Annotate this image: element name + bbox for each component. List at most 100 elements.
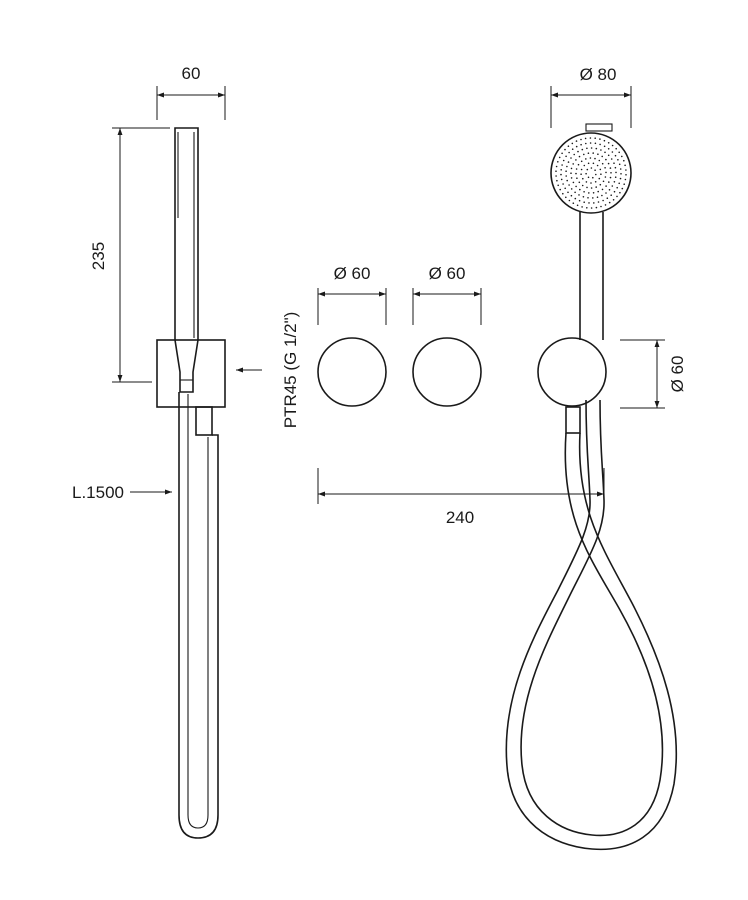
nozzle-dot	[624, 164, 626, 167]
nozzle-dot	[595, 173, 597, 176]
nozzle-dot	[575, 172, 577, 175]
nozzle-dot	[620, 173, 622, 175]
nozzle-dot	[580, 143, 582, 146]
nozzle-dot	[596, 164, 599, 167]
nozzle-dot	[572, 163, 574, 165]
nozzle-dot	[574, 197, 577, 200]
nozzle-dot	[560, 173, 562, 176]
dimension-side-width: 60	[156, 64, 226, 120]
nozzle-dot	[561, 152, 563, 155]
nozzle-dot	[599, 183, 602, 186]
nozzle-dot	[565, 170, 567, 172]
nozzle-dot	[575, 168, 578, 170]
nozzle-dot	[570, 172, 572, 174]
nozzle-dot	[619, 191, 621, 194]
nozzle-dot	[597, 190, 599, 193]
nozzle-dot	[616, 195, 618, 198]
nozzle-dot	[556, 179, 558, 182]
nozzle-dot	[595, 147, 598, 150]
nozzle-dot	[566, 165, 568, 168]
nozzle-dot	[577, 163, 580, 166]
nozzle-dot	[590, 182, 592, 184]
nozzle-dot	[594, 142, 597, 145]
side-width-label: 60	[182, 64, 201, 83]
nozzle-dot	[590, 187, 593, 189]
nozzle-dot	[601, 194, 603, 197]
nozzle-dot	[608, 201, 611, 204]
nozzle-dot	[611, 151, 614, 153]
nozzle-dot	[599, 143, 601, 146]
nozzle-dot	[592, 197, 594, 199]
nozzle-dot	[607, 148, 610, 150]
nozzle-dot	[604, 176, 607, 178]
nozzle-dot	[585, 158, 587, 160]
nozzle-dot	[586, 207, 588, 209]
nozzle-dot	[575, 140, 578, 142]
holder-diameter-label: Ø 60	[668, 356, 687, 393]
nozzle-dot	[625, 169, 627, 171]
nozzle-dot	[589, 157, 592, 159]
nozzle-dot	[592, 162, 595, 165]
nozzle-dot	[597, 201, 600, 203]
nozzle-dot	[593, 202, 595, 204]
dimension-spacing: 240	[317, 468, 605, 527]
nozzle-dot	[583, 201, 585, 203]
nozzle-dot	[604, 204, 607, 206]
nozzle-dot	[570, 167, 573, 170]
nozzle-dot	[610, 172, 612, 174]
nozzle-dot	[578, 155, 581, 158]
nozzle-dot	[579, 188, 581, 191]
knob1-diameter-label: Ø 60	[334, 264, 371, 283]
nozzle-dot	[586, 147, 588, 150]
nozzle-dot	[602, 180, 605, 183]
nozzle-dot	[590, 167, 593, 169]
front-hose	[505, 399, 678, 851]
nozzle-dot	[610, 194, 612, 196]
nozzle-dot	[605, 192, 607, 194]
nozzle-dot	[587, 162, 590, 165]
nozzle-dot	[624, 178, 627, 181]
side-hose-connector	[195, 406, 213, 436]
nozzle-dot	[614, 176, 617, 178]
nozzle-dot	[581, 184, 584, 187]
nozzle-dot	[618, 182, 620, 185]
nozzle-dot	[619, 177, 622, 180]
front-knob-1: Ø 60	[317, 264, 387, 407]
nozzle-dot	[566, 179, 568, 182]
nozzle-dot	[608, 189, 611, 191]
nozzle-dot	[599, 138, 601, 140]
nozzle-dot	[555, 170, 557, 172]
nozzle-dot	[594, 137, 596, 139]
nozzle-dot	[577, 150, 579, 153]
nozzle-dot	[571, 148, 574, 150]
nozzle-dot	[580, 160, 583, 163]
nozzle-dot	[594, 169, 596, 171]
nozzle-dot	[571, 142, 574, 145]
nozzle-dot	[586, 168, 589, 171]
nozzle-dot	[587, 197, 589, 199]
shower-head-nozzles	[555, 137, 627, 209]
nozzle-dot	[576, 204, 579, 207]
nozzle-dot	[583, 191, 585, 193]
nozzle-dot	[604, 167, 606, 169]
nozzle-dot	[601, 188, 604, 191]
nozzle-dot	[610, 158, 613, 160]
front-holder: Ø 60	[537, 337, 687, 409]
nozzle-dot	[587, 152, 590, 154]
nozzle-dot	[612, 199, 615, 201]
nozzle-dot	[578, 194, 580, 196]
nozzle-dot	[596, 196, 599, 198]
nozzle-dot	[562, 183, 564, 185]
nozzle-dot	[576, 177, 578, 179]
nozzle-dot	[590, 147, 593, 149]
nozzle-dot	[585, 172, 587, 175]
nozzle-dot	[583, 153, 585, 156]
nozzle-dot	[623, 159, 625, 162]
side-hose-outer	[178, 392, 219, 839]
nozzle-dot	[562, 159, 565, 162]
nozzle-dot	[585, 181, 588, 183]
nozzle-dot	[573, 153, 575, 156]
nozzle-dot	[580, 173, 582, 175]
nozzle-dot	[572, 181, 575, 184]
